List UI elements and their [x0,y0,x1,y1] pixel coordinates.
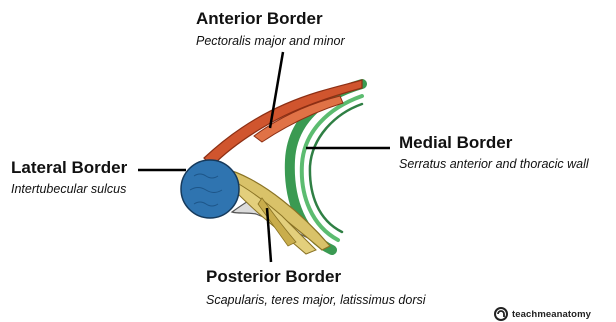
teachmeanatomy-logo-icon [494,307,508,321]
lateral-border-subtitle: Intertubecular sulcus [11,181,126,197]
brand-watermark[interactable]: teachmeanatomy [494,307,591,321]
medial-border-subtitle: Serratus anterior and thoracic wall [399,156,589,172]
posterior-border-title: Posterior Border [206,267,341,287]
anterior-border-title: Anterior Border [196,9,323,29]
anterior-wall [204,80,362,166]
lateral-border-title: Lateral Border [11,158,127,178]
brand-name: teachmeanatomy [512,309,591,320]
posterior-border-subtitle: Scapularis, teres major, latissimus dors… [206,292,436,308]
anterior-border-subtitle: Pectoralis major and minor [196,33,345,49]
medial-border-title: Medial Border [399,133,512,153]
humerus [181,160,239,218]
humerus-head [181,160,239,218]
